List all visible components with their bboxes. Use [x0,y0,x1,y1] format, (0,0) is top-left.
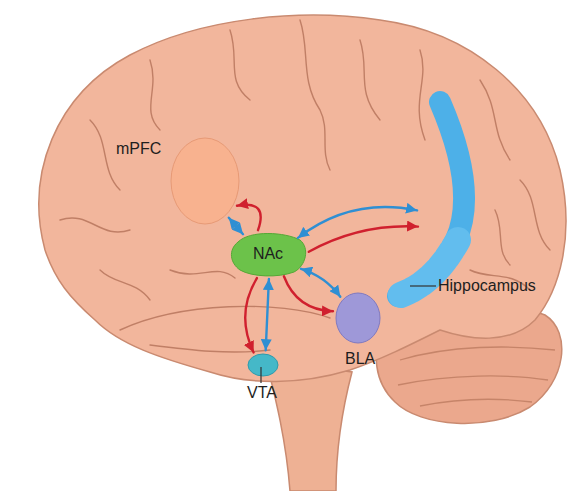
region-shape [380,90,490,305]
mpfc-region: mPFC [170,137,240,225]
region-outline [410,285,436,286]
region-shape [170,137,240,225]
region-outline [171,138,239,224]
region-label: VTA [247,384,277,402]
hippocampus-region: Hippocampus [380,90,490,305]
cerebellum-folia [398,347,555,406]
region-outline [336,293,380,343]
projection-arrow [284,276,333,311]
region-label: Hippocampus [438,277,536,295]
region-shape [247,353,279,377]
reciprocal-arrow [229,218,243,235]
vta-region: VTA [247,353,279,377]
region-label: NAc [230,245,306,263]
bla-region: BLA [335,292,381,344]
region-outline [260,367,261,383]
projection-arrow [245,278,257,352]
reciprocal-arrow [301,269,340,297]
projection-arrow [309,226,418,251]
cerebrum [39,15,566,381]
region-label: mPFC [116,140,161,158]
region-shape [335,292,381,344]
region-outline [248,354,278,376]
region-label: BLA [345,350,375,368]
projection-arrow [237,205,261,230]
nac-region: NAc [230,232,306,276]
brain-sulci [60,20,550,352]
reciprocal-arrow [266,279,269,350]
region-outline [398,102,464,296]
reciprocal-arrow [298,207,417,238]
